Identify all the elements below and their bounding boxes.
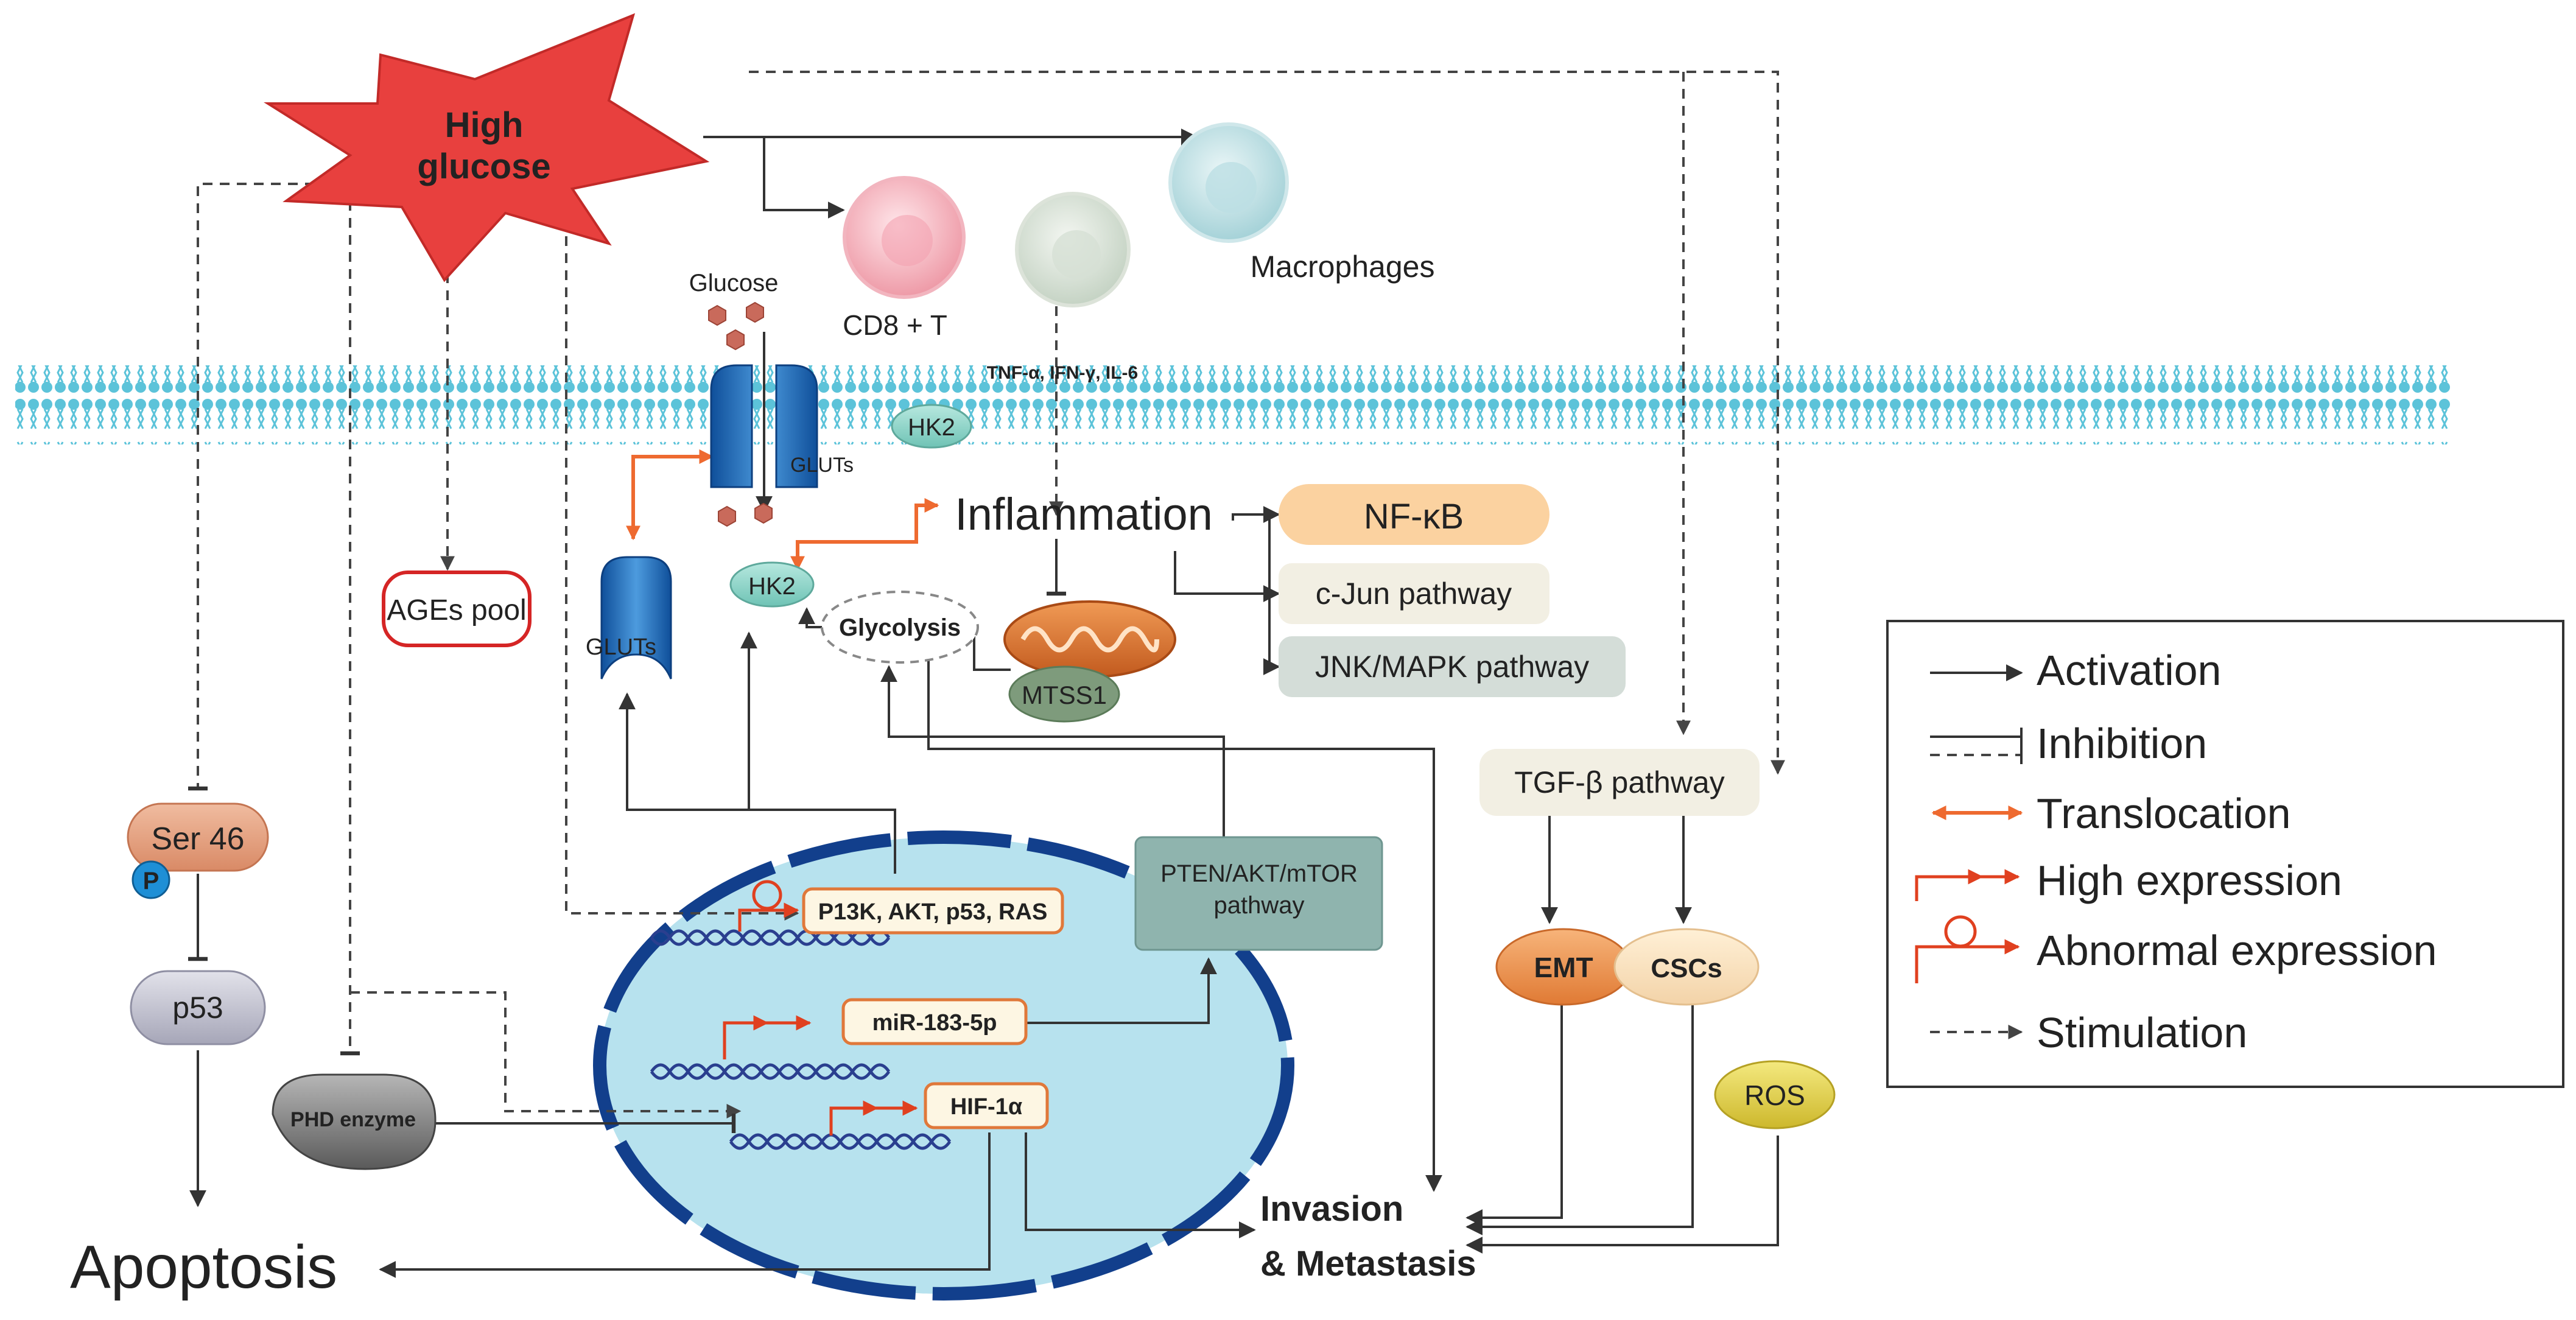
pi3k-genes-box — [802, 887, 1064, 935]
invasion-label-line2: & Metastasis — [1260, 1244, 1476, 1283]
legend-inhibition-label: Inhibition — [2037, 720, 2207, 767]
tgf-pathway-label: TGF-β pathway — [1514, 765, 1725, 799]
glucose-molecules — [708, 301, 773, 527]
legend-stimulation-label: Stimulation — [2037, 1009, 2247, 1056]
abnormal-expression-symbol — [752, 880, 782, 910]
ser46-node — [127, 802, 269, 872]
p53-label: p53 — [172, 991, 223, 1025]
mir-label: miR-183-5p — [872, 1010, 997, 1036]
phd-enzyme-node — [272, 1073, 437, 1170]
glycolysis-node — [821, 591, 979, 664]
legend-high-expression-symbol — [1915, 869, 2020, 901]
legend-activation-label: Activation — [2037, 647, 2221, 694]
gene-expression-arrows — [723, 880, 918, 1136]
gluts-cytoplasm-label: GLUTs — [586, 634, 656, 660]
legend-abnormal-expression-label: Abnormal expression — [2037, 927, 2437, 974]
p53-node — [130, 970, 266, 1045]
ros-node — [1714, 1060, 1836, 1129]
nucleus — [593, 830, 1294, 1301]
cjun-label: c-Jun pathway — [1316, 577, 1512, 611]
cell-membrane — [15, 365, 2451, 444]
macrophages-label: Macrophages — [1251, 250, 1435, 284]
legend-abnormal-expression-symbol — [1915, 915, 2020, 983]
legend-high-expression-label: High expression — [2037, 857, 2342, 904]
connectors — [188, 71, 1785, 1278]
hif-box — [924, 1082, 1049, 1129]
pten-pathway-box — [1134, 836, 1383, 951]
cd8-t-label: CD8 + T — [843, 309, 947, 341]
inflammation-label: Inflammation — [955, 489, 1213, 539]
phd-enzyme-label: PHD enzyme — [290, 1108, 416, 1131]
mitochondrion — [1003, 600, 1176, 678]
ages-pool-label: AGEs pool — [387, 594, 526, 627]
ser46-label: Ser 46 — [151, 821, 244, 857]
hk2-cytoplasm — [729, 561, 815, 608]
nfkb-box — [1279, 484, 1549, 545]
ros-label: ROS — [1744, 1080, 1805, 1111]
hif-label: HIF-1α — [950, 1094, 1022, 1120]
ages-pool-box — [382, 570, 532, 647]
hk2-cytoplasm-label: HK2 — [748, 573, 796, 600]
pi3k-genes-label: P13K, AKT, p53, RAS — [818, 899, 1048, 925]
grey-immune-cell-nucleus — [1052, 230, 1101, 279]
phosphate-label: P — [143, 868, 160, 894]
pten-pathway-label-line1: PTEN/AKT/mTOR — [1160, 860, 1358, 887]
mtss1-node — [1008, 665, 1120, 723]
legend-box — [1886, 620, 2564, 1088]
hk2-membrane — [891, 404, 972, 449]
cscs-label: CSCs — [1651, 953, 1722, 983]
tgf-pathway-box — [1479, 749, 1760, 816]
gluts-cytoplasm-transporter — [600, 556, 672, 679]
cd8-t-cell-nucleus — [882, 215, 933, 266]
macrophage-cell-nucleus — [1206, 162, 1257, 213]
legend: Activation Inhibition Translocation High… — [1886, 620, 2564, 1088]
hk2-membrane-label: HK2 — [908, 414, 955, 441]
gluts-membrane-label: GLUTs — [790, 454, 854, 477]
glycolysis-label: Glycolysis — [839, 614, 961, 641]
phosphate-badge — [132, 860, 170, 899]
jnk-label: JNK/MAPK pathway — [1315, 650, 1589, 684]
legend-translocation-label: Translocation — [2037, 790, 2291, 837]
high-glucose-burst — [264, 13, 710, 283]
mir-box — [841, 998, 1028, 1045]
cytokines-label: TNF-α, IFN-γ, IL-6 — [987, 363, 1138, 383]
cjun-box — [1279, 563, 1549, 624]
emt-label: EMT — [1534, 952, 1593, 983]
nfkb-label: NF-κB — [1364, 497, 1464, 536]
apoptosis-label: Apoptosis — [70, 1233, 337, 1301]
cscs-node — [1613, 928, 1760, 1006]
glucose-label: Glucose — [689, 270, 779, 297]
high-glucose-label-line1: High — [445, 105, 524, 145]
mtss1-label: MTSS1 — [1022, 681, 1107, 709]
pten-pathway-label-line2: pathway — [1214, 892, 1305, 919]
high-glucose-label-line2: glucose — [417, 147, 550, 186]
legend-inhibition-symbol — [1930, 728, 2023, 764]
jnk-box — [1279, 636, 1626, 697]
gluts-membrane-transporter — [710, 364, 818, 488]
dna-strands — [650, 929, 952, 1150]
invasion-label-line1: Invasion — [1260, 1189, 1403, 1229]
